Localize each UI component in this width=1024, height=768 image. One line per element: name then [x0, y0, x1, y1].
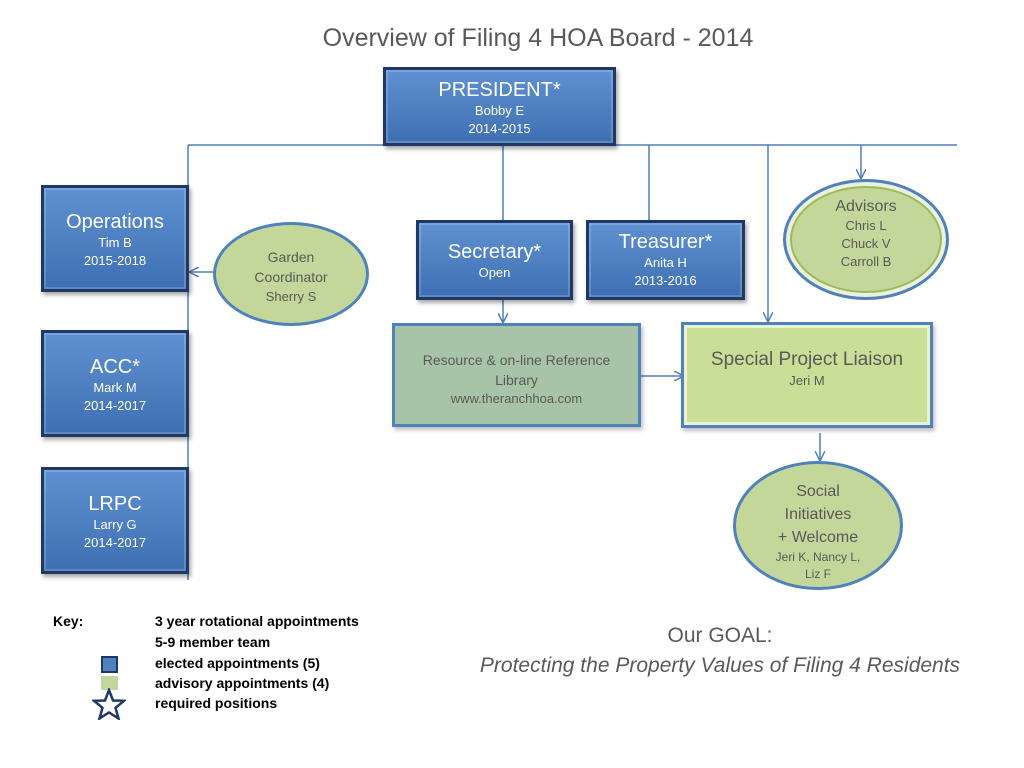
- key-item: 5-9 member team: [155, 634, 271, 650]
- treasurer-name: Anita H: [644, 255, 687, 270]
- star-icon: [92, 688, 126, 720]
- acc-title: ACC*: [89, 356, 140, 378]
- garden-name: Sherry S: [265, 289, 317, 304]
- lrpc-title: LRPC: [88, 493, 142, 515]
- goal-text: Protecting the Property Values of Filing…: [479, 654, 961, 677]
- lrpc-term: 2014-2017: [83, 535, 147, 550]
- library-url: www.theranchhoa.com: [450, 391, 583, 406]
- advisor-name: Chuck V: [841, 236, 891, 251]
- operations-title: Operations: [66, 211, 164, 233]
- president-term: 2014-2015: [468, 121, 531, 136]
- liaison-name: Jeri M: [789, 373, 825, 388]
- social-initiatives-ellipse: Social Initiatives + Welcome Jeri K, Nan…: [733, 461, 903, 590]
- acc-box: ACC* Mark M 2014-2017: [41, 330, 189, 437]
- operations-term: 2015-2018: [83, 253, 147, 268]
- key-item: advisory appointments (4): [155, 675, 330, 691]
- special-project-liaison-box: Special Project Liaison Jeri M: [681, 322, 933, 428]
- key-label: Key:: [53, 613, 84, 629]
- treasurer-title: Treasurer*: [618, 231, 713, 253]
- garden-line2: Coordinator: [254, 269, 328, 285]
- social-line1: Social: [796, 483, 840, 500]
- social-line2: Initiatives: [784, 506, 852, 523]
- goal-heading: Our GOAL:: [667, 624, 773, 647]
- library-line1: Resource & on-line Reference: [422, 352, 611, 368]
- secretary-name: Open: [478, 265, 511, 280]
- garden-coordinator-ellipse: Garden Coordinator Sherry S: [213, 222, 369, 326]
- advisor-name: Chris L: [845, 218, 887, 233]
- acc-term: 2014-2017: [83, 398, 147, 413]
- secretary-box: Secretary* Open: [416, 220, 573, 300]
- president-title: PRESIDENT*: [438, 79, 561, 101]
- advisors-ellipse: Advisors Chris L Chuck V Carroll B: [783, 179, 949, 300]
- key-item: required positions: [155, 695, 278, 711]
- advisors-title: Advisors: [835, 198, 897, 215]
- lrpc-name: Larry G: [93, 517, 137, 532]
- elected-swatch-icon: [101, 656, 118, 673]
- acc-name: Mark M: [93, 380, 137, 395]
- liaison-title: Special Project Liaison: [710, 349, 904, 370]
- treasurer-box: Treasurer* Anita H 2013-2016: [586, 220, 745, 300]
- library-line2: Library: [495, 372, 538, 388]
- operations-name: Tim B: [98, 235, 132, 250]
- key-item: 3 year rotational appointments: [155, 613, 359, 629]
- social-names1: Jeri K, Nancy L,: [775, 550, 861, 564]
- treasurer-term: 2013-2016: [634, 273, 697, 288]
- operations-box: Operations Tim B 2015-2018: [41, 185, 189, 292]
- president-name: Bobby E: [474, 103, 525, 118]
- reference-library-box: Resource & on-line Reference Library www…: [392, 323, 641, 427]
- diagram-title: Overview of Filing 4 HOA Board - 2014: [322, 24, 754, 52]
- secretary-title: Secretary*: [447, 241, 542, 263]
- social-line3: + Welcome: [777, 529, 859, 546]
- advisory-swatch-icon: [101, 676, 118, 690]
- lrpc-box: LRPC Larry G 2014-2017: [41, 467, 189, 574]
- advisor-name: Carroll B: [840, 254, 892, 269]
- garden-line1: Garden: [267, 249, 315, 265]
- president-box: PRESIDENT* Bobby E 2014-2015: [383, 67, 616, 146]
- social-names2: Liz F: [804, 567, 831, 581]
- key-item: elected appointments (5): [155, 655, 320, 671]
